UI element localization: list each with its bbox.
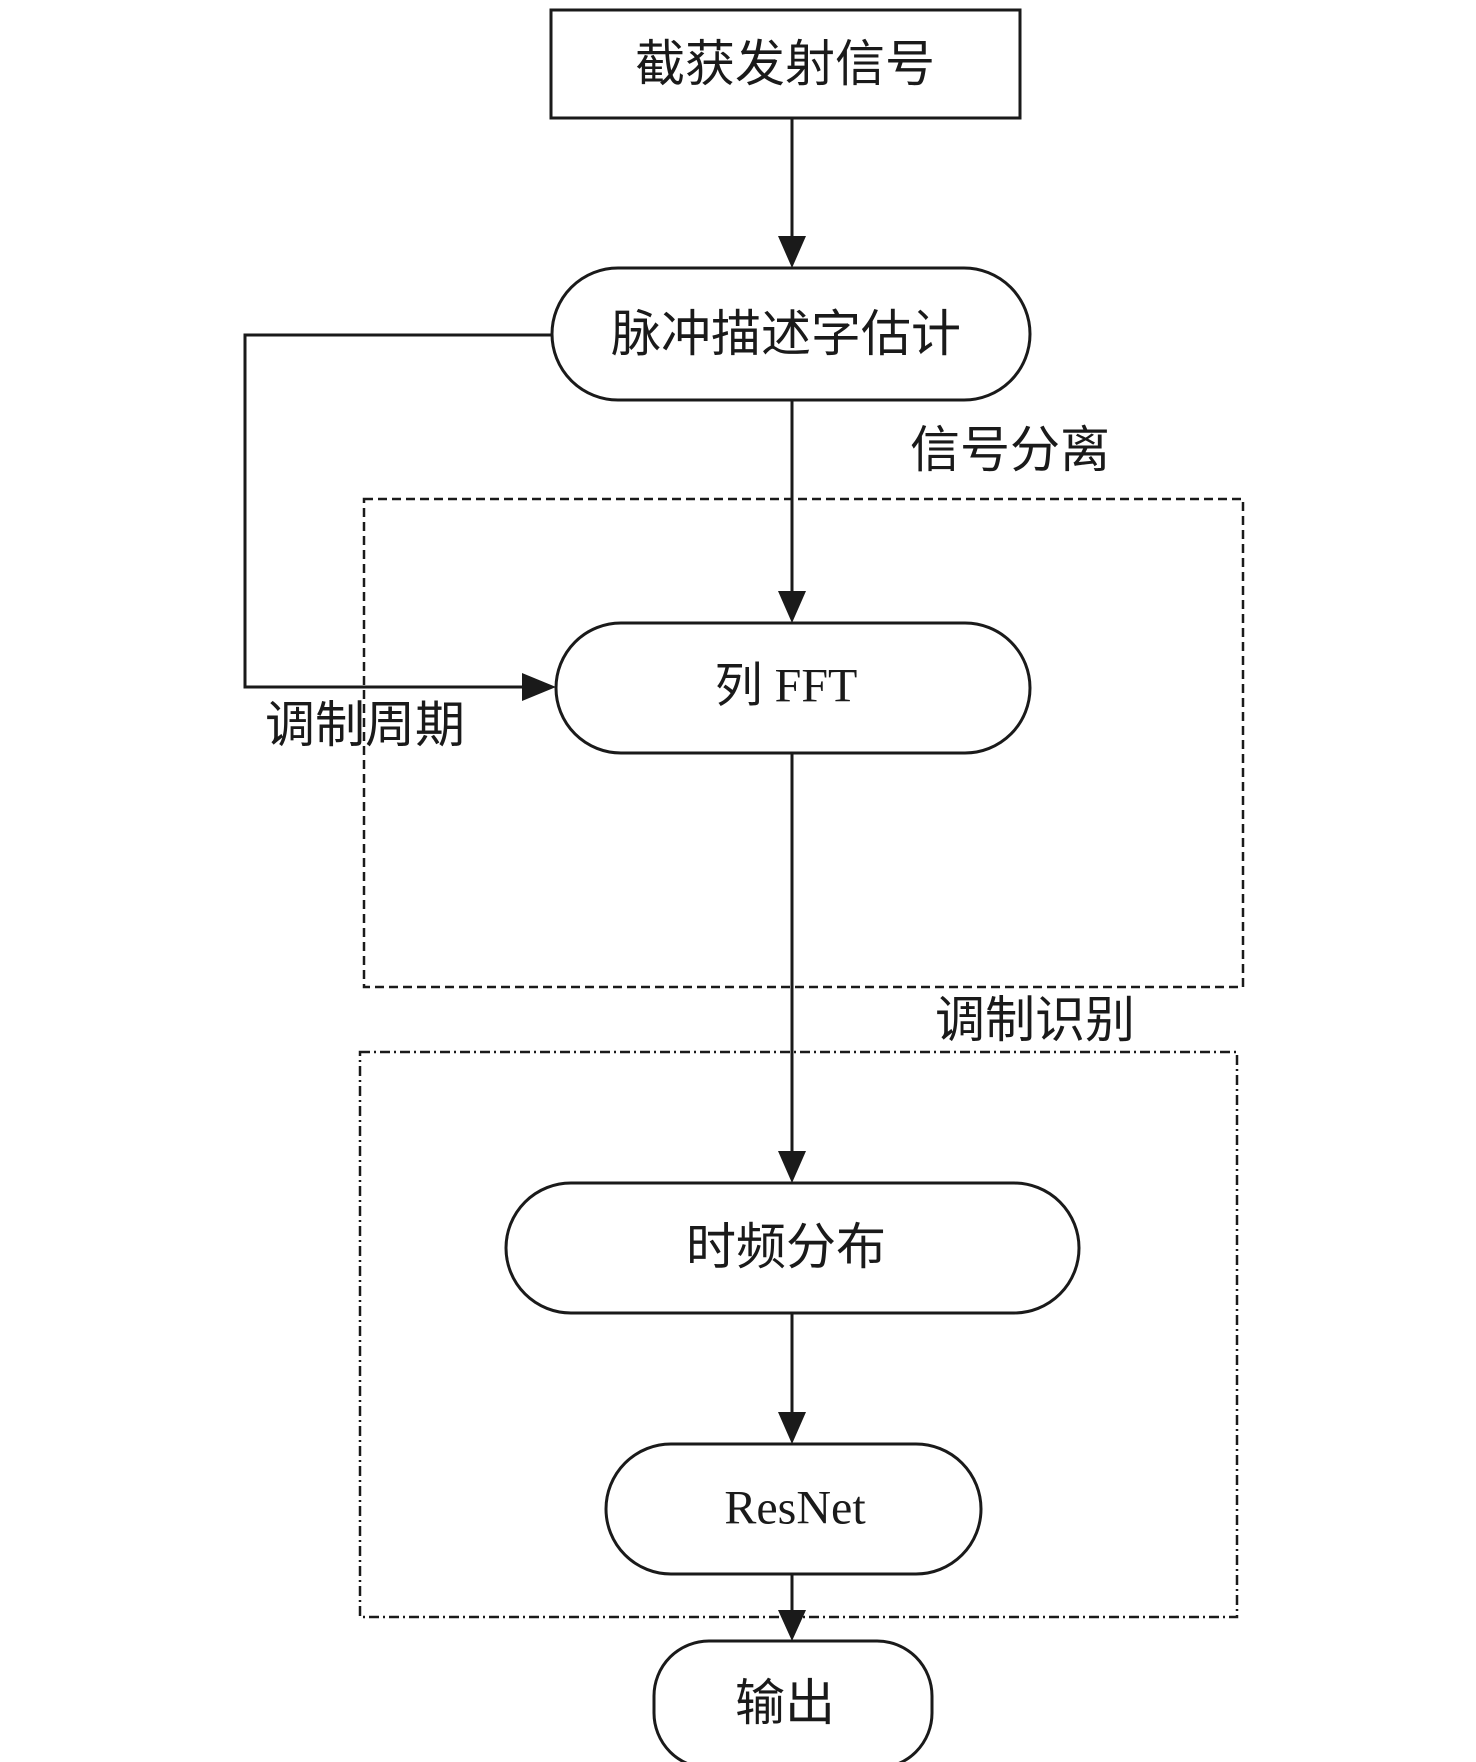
node-intercept-signal[interactable]: 截获发射信号 xyxy=(549,8,1022,120)
node-resnet-label: ResNet xyxy=(724,1482,866,1535)
arrowhead-icon xyxy=(778,236,806,268)
node-output[interactable]: 输出 xyxy=(652,1639,934,1762)
edge-intercept-to-pdw xyxy=(778,118,806,268)
arrowhead-icon xyxy=(522,673,556,701)
edge-pdw-to-fft-loop xyxy=(243,333,556,701)
arrowhead-icon xyxy=(778,591,806,623)
arrowhead-icon xyxy=(778,1412,806,1444)
node-pdw-estimation[interactable]: 脉冲描述字估计 xyxy=(550,266,1032,402)
node-time-frequency-distribution-label: 时频分布 xyxy=(686,1219,886,1275)
arrowhead-icon xyxy=(778,1610,806,1641)
node-time-frequency-distribution[interactable]: 时频分布 xyxy=(504,1181,1081,1315)
node-column-fft[interactable]: 列 FFT xyxy=(554,621,1032,755)
edge-fft-to-tfd xyxy=(778,753,806,1183)
node-intercept-signal-label: 截获发射信号 xyxy=(635,36,935,92)
group-modulation-recognition-label: 调制识别 xyxy=(935,992,1135,1048)
edge-tfd-to-resnet xyxy=(778,1313,806,1444)
arrowhead-icon xyxy=(778,1151,806,1183)
node-column-fft-label: 列 FFT xyxy=(715,660,858,713)
edge-pdw-to-fft xyxy=(778,400,806,623)
node-pdw-estimation-label: 脉冲描述字估计 xyxy=(611,306,961,362)
node-resnet[interactable]: ResNet xyxy=(604,1442,983,1576)
group-signal-separation-box xyxy=(362,497,1245,989)
edge-modulation-period-label: 调制周期 xyxy=(265,697,465,753)
group-signal-separation-label: 信号分离 xyxy=(910,422,1110,478)
node-output-label: 输出 xyxy=(735,1675,835,1731)
edge-resnet-to-output xyxy=(778,1574,806,1641)
